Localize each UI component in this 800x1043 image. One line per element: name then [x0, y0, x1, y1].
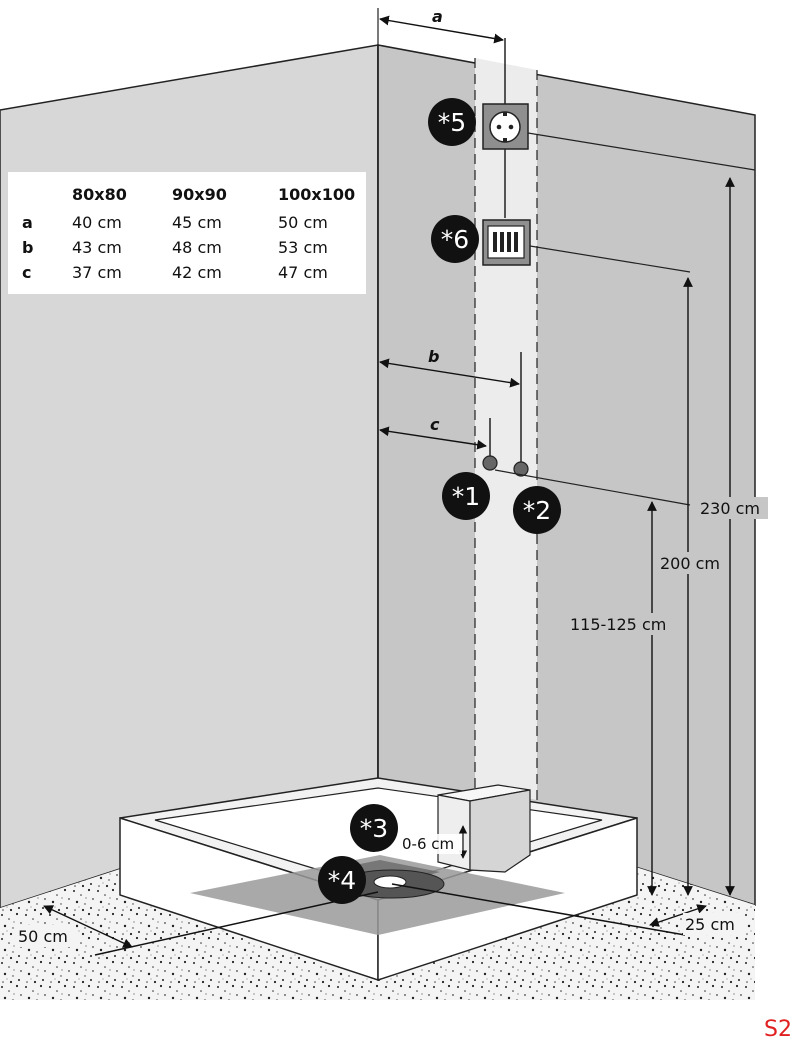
ext-230	[527, 132, 756, 171]
marker-2: *2	[513, 486, 561, 534]
dim-115-bg	[568, 613, 676, 635]
right-wall	[377, 44, 756, 907]
water-connection-1	[482, 455, 498, 471]
size-table-row-b: b 43 cm 48 cm 53 cm	[22, 238, 328, 257]
svg-text:*5: *5	[438, 108, 466, 137]
svg-text:48 cm: 48 cm	[172, 238, 222, 257]
svg-text:*1: *1	[452, 482, 480, 511]
svg-text:a: a	[22, 213, 33, 232]
dim-25-bg	[683, 913, 743, 935]
svg-text:b: b	[22, 238, 33, 257]
service-strip	[475, 58, 537, 800]
svg-text:c: c	[22, 263, 31, 282]
page-mark: S2	[764, 1017, 792, 1042]
svg-text:100x100: 100x100	[278, 185, 355, 204]
socket-earth-top	[503, 112, 507, 116]
terminal-1	[493, 232, 497, 252]
dim-c-label: c	[430, 415, 440, 434]
dim-25-label: 25 cm	[685, 915, 735, 934]
water-connection-2	[513, 461, 529, 477]
dim-tray-label: 0-6 cm	[402, 835, 454, 853]
svg-text:45 cm: 45 cm	[172, 213, 222, 232]
terminal-2	[500, 232, 504, 252]
svg-text:50 cm: 50 cm	[278, 213, 328, 232]
socket-icon	[489, 111, 521, 143]
dim-200-label: 200 cm	[660, 554, 720, 573]
dim-230-bg	[698, 497, 768, 519]
ext-200	[529, 245, 691, 273]
step-box-front	[437, 794, 471, 871]
dim-50-bg	[16, 925, 76, 947]
drain-line-left	[94, 891, 379, 956]
marker-6: *6	[431, 215, 479, 263]
dim-25-arrow	[649, 904, 707, 927]
socket-earth-bottom	[503, 138, 507, 142]
dim-a-arrow	[379, 15, 504, 44]
socket-pin-left	[496, 124, 502, 130]
marker-4: *4	[318, 856, 366, 904]
svg-text:90x90: 90x90	[172, 185, 227, 204]
marker-3: *3	[350, 804, 398, 852]
svg-text:42 cm: 42 cm	[172, 263, 222, 282]
dim-tray-bg	[400, 834, 462, 854]
socket-pin-right	[508, 124, 514, 130]
terminal-3	[507, 232, 511, 252]
dim-230-label: 230 cm	[700, 499, 760, 518]
dim-50-arrow	[43, 905, 133, 948]
svg-text:*2: *2	[523, 496, 551, 525]
svg-text:*3: *3	[360, 814, 388, 843]
svg-text:40 cm: 40 cm	[72, 213, 122, 232]
marker-5: *5	[428, 98, 476, 146]
svg-text:43 cm: 43 cm	[72, 238, 122, 257]
size-table-row-c: c 37 cm 42 cm 47 cm	[22, 263, 328, 282]
dim-200-bg	[657, 552, 727, 574]
terminal-4	[514, 232, 518, 252]
svg-text:47 cm: 47 cm	[278, 263, 328, 282]
dim-a-label: a	[432, 7, 443, 26]
svg-text:37 cm: 37 cm	[72, 263, 122, 282]
dim-c-arrow	[379, 426, 487, 450]
size-table	[8, 172, 366, 294]
drain-line-right	[391, 883, 686, 936]
svg-text:*6: *6	[441, 225, 469, 254]
svg-text:80x80: 80x80	[72, 185, 127, 204]
size-table-header: 80x80 90x90 100x100	[72, 185, 355, 204]
ext-115	[494, 469, 691, 506]
step-box-side	[469, 789, 531, 873]
size-table-row-a: a 40 cm 45 cm 50 cm	[22, 213, 328, 232]
svg-text:*4: *4	[328, 866, 356, 895]
dim-b-label: b	[428, 347, 439, 366]
marker-1: *1	[442, 472, 490, 520]
dim-b-arrow	[379, 358, 520, 388]
dim-115-label: 115-125 cm	[570, 615, 666, 634]
dim-50-label: 50 cm	[18, 927, 68, 946]
svg-text:53 cm: 53 cm	[278, 238, 328, 257]
